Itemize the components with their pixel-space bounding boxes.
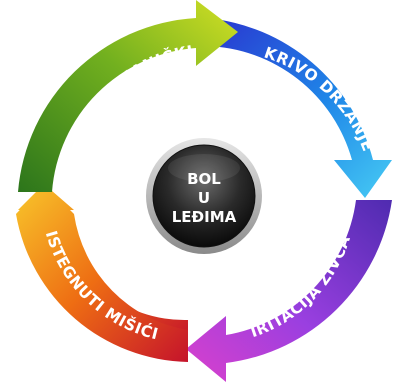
center-badge: BOL U LEĐIMA: [142, 134, 266, 258]
center-line-1: BOL: [187, 170, 221, 188]
segment-arrow-mehanicki-pritisak: [18, 0, 238, 192]
center-line-2: U: [198, 189, 210, 207]
center-line-3: LEĐIMA: [172, 208, 237, 226]
segment-arrow-istegnuti-misici: [16, 184, 188, 362]
segment-arrow-iritacija-zivca: [186, 200, 392, 382]
